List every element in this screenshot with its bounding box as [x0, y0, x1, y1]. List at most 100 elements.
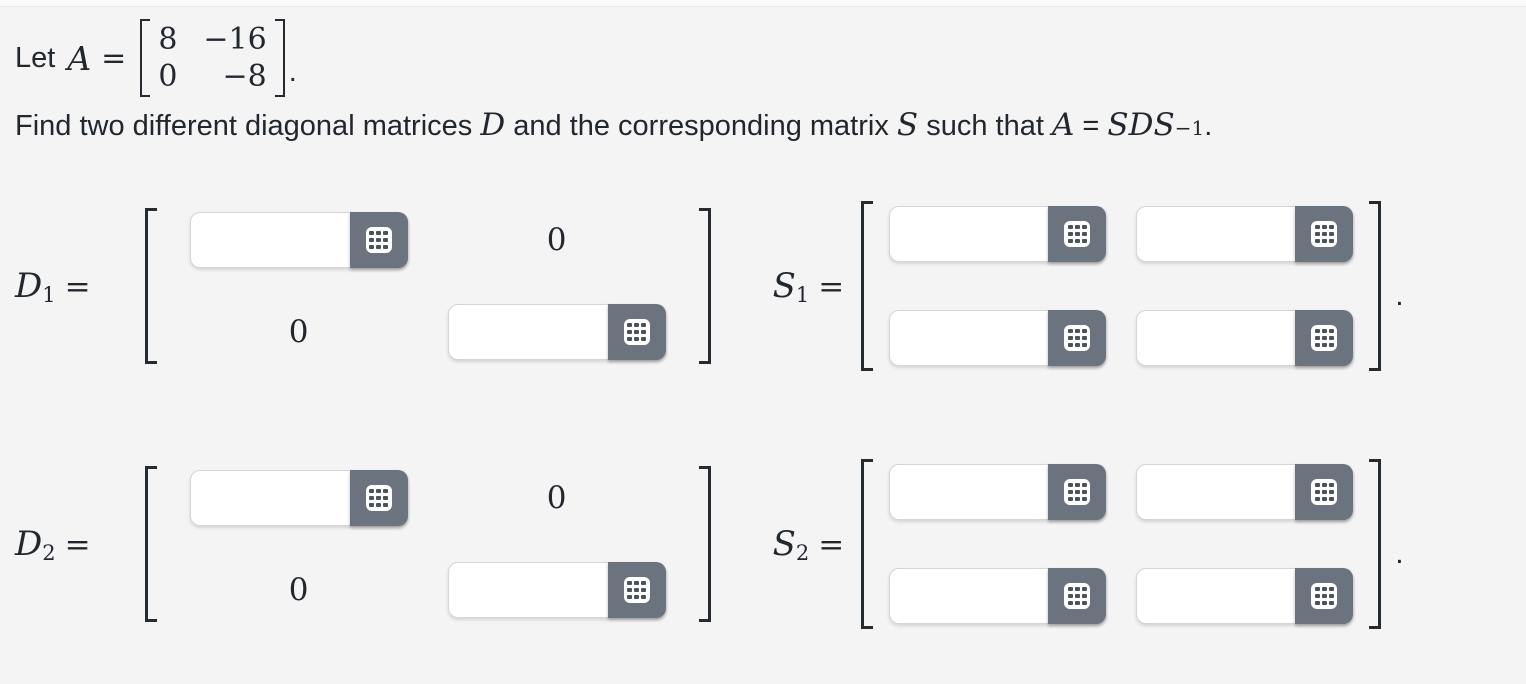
matrix-a-r2c2: −8: [222, 59, 267, 94]
left-bracket: [861, 201, 874, 371]
math-symbol-d: D: [480, 107, 506, 143]
s2-letter: S: [772, 523, 796, 564]
s1-label: S1 =: [773, 266, 845, 307]
let-label: Let: [15, 41, 56, 74]
keypad-grid-icon: [365, 485, 392, 511]
instruction-part3: such that: [918, 110, 1052, 142]
s2-keypad-button-r2c1[interactable]: [1048, 568, 1107, 624]
d2-zero-r1c2: 0: [546, 480, 567, 516]
d1-input-r1c1[interactable]: [190, 213, 351, 267]
question-body: Let A = 8 −16 0 −8 . Find two different …: [0, 19, 1526, 629]
matrix-a-r1c2: −16: [203, 22, 267, 57]
s2-field-r1c1: [889, 464, 1107, 520]
keypad-grid-icon: [623, 319, 650, 345]
matrix-d1: 0 0: [144, 208, 711, 364]
d2-equals: =: [64, 526, 91, 563]
instruction-period: .: [1204, 110, 1213, 142]
instruction-part1: Find two different diagonal matrices: [15, 110, 481, 142]
matrix-a-r2c1: 0: [158, 59, 178, 94]
math-symbol-s: S: [896, 107, 919, 143]
d1-letter: D: [15, 265, 43, 306]
keypad-grid-icon: [1311, 325, 1338, 351]
s2-subscript: 2: [795, 540, 810, 565]
d1-keypad-button-r2c2[interactable]: [607, 304, 666, 360]
s1-input-r2c2[interactable]: [1137, 311, 1298, 365]
s1-keypad-button-r2c2[interactable]: [1295, 310, 1354, 366]
d2-letter: D: [15, 523, 43, 564]
left-bracket: [861, 459, 874, 629]
d2-keypad-button-r1c1[interactable]: [349, 470, 408, 526]
math-symbol-a: A: [1051, 107, 1075, 143]
keypad-grid-icon: [623, 577, 650, 603]
keypad-grid-icon: [1064, 325, 1091, 351]
matrix-a-definition: Let A = 8 −16 0 −8 .: [15, 19, 1526, 97]
right-bracket: [698, 208, 711, 364]
instruction-equals: =: [1074, 110, 1108, 142]
s2-keypad-button-r1c2[interactable]: [1295, 464, 1354, 520]
matrix-a-r1c1: 8: [158, 22, 178, 57]
math-symbol-sds: SDS: [1107, 107, 1175, 143]
d1-field-r1c1: [189, 212, 408, 268]
d1-keypad-button-r1c1[interactable]: [349, 212, 408, 268]
matrix-a: 8 −16 0 −8: [140, 19, 285, 97]
left-bracket: [144, 466, 157, 622]
s2-keypad-button-r1c1[interactable]: [1048, 464, 1107, 520]
s1-field-r2c1: [889, 310, 1107, 366]
s2-input-r1c1[interactable]: [890, 465, 1051, 519]
s1-letter: S: [772, 265, 796, 306]
s1-input-r1c2[interactable]: [1137, 207, 1298, 261]
s2-field-r1c2: [1136, 464, 1354, 520]
equation-d1: D1 = 0 0: [15, 208, 711, 364]
right-bracket: [1369, 201, 1382, 371]
d1-input-r2c2[interactable]: [448, 305, 609, 359]
s1-field-r1c2: [1136, 206, 1354, 262]
d2-keypad-button-r2c2[interactable]: [607, 562, 666, 618]
s2-field-r2c2: [1136, 568, 1354, 624]
s1-keypad-button-r1c1[interactable]: [1048, 206, 1107, 262]
s1-input-r2c1[interactable]: [890, 311, 1051, 365]
d1-zero-r2c1: 0: [288, 314, 309, 350]
right-bracket: [274, 19, 285, 97]
sentence-period: .: [288, 56, 297, 88]
d1-equals: =: [64, 268, 91, 305]
s2-input-r2c1[interactable]: [890, 569, 1051, 623]
s2-input-r1c2[interactable]: [1137, 465, 1298, 519]
s1-field-r2c2: [1136, 310, 1354, 366]
instruction-text: Find two different diagonal matrices D a…: [15, 107, 1213, 143]
s2-keypad-button-r2c2[interactable]: [1295, 568, 1354, 624]
s2-field-r2c1: [889, 568, 1107, 624]
d1-subscript: 1: [42, 282, 56, 307]
d2-zero-r2c1: 0: [288, 572, 309, 608]
left-bracket: [140, 19, 151, 97]
d1-zero-r1c2: 0: [546, 222, 567, 258]
s1-subscript: 1: [795, 282, 810, 307]
keypad-grid-icon: [365, 227, 392, 253]
s1-period: .: [1395, 279, 1404, 312]
instruction-part2: and the corresponding matrix: [505, 110, 897, 142]
s1-keypad-button-r2c1[interactable]: [1048, 310, 1107, 366]
d2-input-r1c1[interactable]: [190, 471, 351, 525]
keypad-grid-icon: [1064, 221, 1091, 247]
s2-label: S2 =: [773, 524, 845, 565]
d2-input-r2c2[interactable]: [448, 563, 609, 617]
keypad-grid-icon: [1311, 583, 1338, 609]
s2-input-r2c2[interactable]: [1137, 569, 1298, 623]
equation-s2: S2 =: [773, 459, 1404, 629]
keypad-grid-icon: [1311, 479, 1338, 505]
top-divider-strip: [0, 0, 1526, 7]
s2-period: .: [1395, 537, 1404, 570]
right-bracket: [1369, 459, 1382, 629]
matrix-a-symbol: A: [67, 38, 92, 78]
s1-equals: =: [818, 268, 845, 305]
s1-input-r1c1[interactable]: [890, 207, 1051, 261]
s2-equals: =: [818, 526, 845, 563]
d1-label: D1 =: [15, 266, 91, 307]
s1-keypad-button-r1c2[interactable]: [1295, 206, 1354, 262]
right-bracket: [698, 466, 711, 622]
matrix-s1: [861, 201, 1382, 371]
answer-row-2: D2= 0 0: [15, 459, 1526, 629]
d2-label: D2=: [15, 524, 91, 565]
equation-d2: D2= 0 0: [15, 466, 711, 622]
s1-field-r1c1: [889, 206, 1107, 262]
matrix-s2: [861, 459, 1382, 629]
